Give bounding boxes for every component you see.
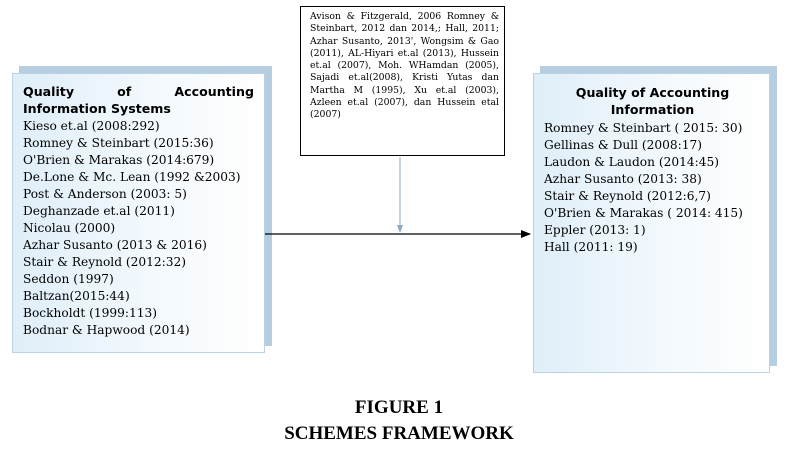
ais-reference: Nicolau (2000) xyxy=(23,221,116,235)
ais-reference: Romney & Steinbart (2015:36) xyxy=(23,136,214,150)
accounting-info-title-line1: Quality of Accounting xyxy=(575,85,730,100)
citation-box: Avison & Fitzgerald, 2006 Romney & Stein… xyxy=(300,6,505,156)
ais-quality-box: Quality of Accounting Information System… xyxy=(12,73,265,353)
ais-reference: Seddon (1997) xyxy=(23,272,114,286)
accounting-info-reference-list: Romney & Steinbart ( 2015: 30) Gellinas … xyxy=(544,120,761,256)
ais-reference: Bodnar & Hapwood (2014) xyxy=(23,323,190,337)
accounting-info-reference: Eppler (2013: 1) xyxy=(544,223,646,237)
accounting-info-reference: Romney & Steinbart ( 2015: 30) xyxy=(544,121,743,135)
ais-reference-list: Kieso et.al (2008:292) Romney & Steinbar… xyxy=(23,118,256,339)
ais-reference: Kieso et.al (2008:292) xyxy=(23,119,160,133)
accounting-info-reference: Azhar Susanto (2013: 38) xyxy=(544,172,702,186)
ais-reference: Baltzan(2015:44) xyxy=(23,289,130,303)
ais-reference: Deghanzade et.al (2011) xyxy=(23,204,175,218)
accounting-info-reference: Laudon & Laudon (2014:45) xyxy=(544,155,720,169)
figure-number: FIGURE 1 xyxy=(354,397,444,418)
accounting-info-reference: Gellinas & Dull (2008:17) xyxy=(544,138,703,152)
accounting-info-reference: Stair & Reynold (2012:6,7) xyxy=(544,189,711,203)
ais-reference: O'Brien & Marakas (2014:679) xyxy=(23,153,215,167)
ais-reference: Bockholdt (1999:113) xyxy=(23,306,158,320)
ais-reference: Post & Anderson (2003: 5) xyxy=(23,187,187,201)
ais-quality-title-line2: Information Systems xyxy=(23,101,171,116)
ais-title-word: Accounting xyxy=(174,84,254,99)
figure-title: SCHEMES FRAMEWORK xyxy=(284,423,514,444)
accounting-info-quality-title: Quality of Accounting Information xyxy=(544,84,761,118)
accounting-info-quality-box: Quality of Accounting Information Romney… xyxy=(533,73,770,373)
accounting-info-reference: O'Brien & Marakas ( 2014: 415) xyxy=(544,206,743,220)
ais-quality-title-line1: Quality of Accounting xyxy=(23,83,256,100)
ais-title-word: Quality xyxy=(23,84,75,99)
ais-title-word: of xyxy=(117,84,132,99)
ais-quality-title: Quality of Accounting Information System… xyxy=(23,83,256,117)
accounting-info-title-line2: Information xyxy=(610,102,695,117)
citation-text: Avison & Fitzgerald, 2006 Romney & Stein… xyxy=(310,11,499,121)
ais-reference: Stair & Reynold (2012:32) xyxy=(23,255,187,269)
accounting-info-reference: Hall (2011: 19) xyxy=(544,240,638,254)
ais-reference: De.Lone & Mc. Lean (1992 &2003) xyxy=(23,170,241,184)
ais-reference: Azhar Susanto (2013 & 2016) xyxy=(23,238,207,252)
